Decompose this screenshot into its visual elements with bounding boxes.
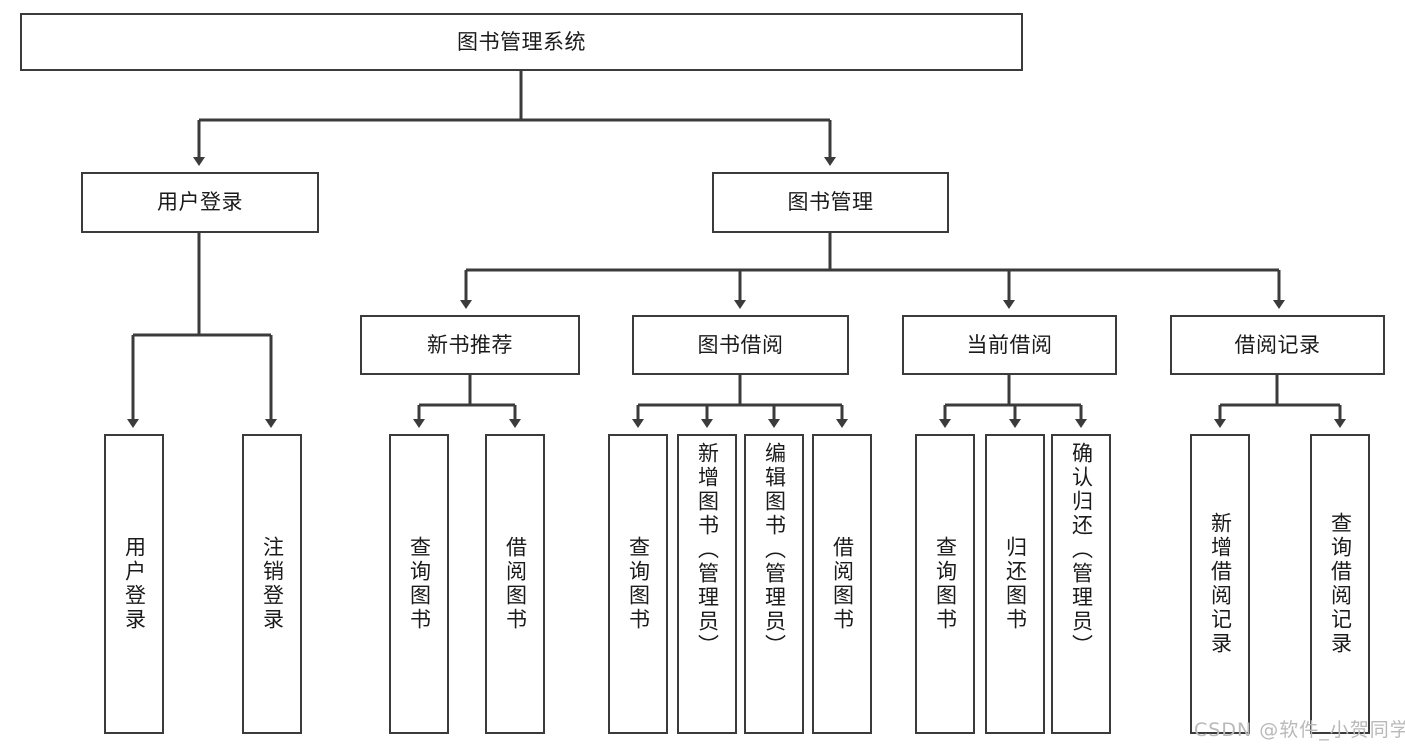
node-label-leaf-query-book-3: 查询图书 — [933, 536, 958, 632]
node-borrow-record[interactable]: 借阅记录 — [1170, 315, 1385, 375]
node-label-leaf-edit-book-admin: 编辑图书（管理员） — [762, 442, 787, 658]
node-label-leaf-return-book: 归还图书 — [1003, 536, 1028, 632]
node-leaf-query-book-2[interactable]: 查询图书 — [608, 434, 668, 734]
node-leaf-edit-book-admin[interactable]: 编辑图书（管理员） — [744, 434, 804, 734]
node-root[interactable]: 图书管理系统 — [20, 13, 1023, 71]
node-label-new-book-rec: 新书推荐 — [427, 332, 513, 357]
node-label-leaf-confirm-return-admin: 确认归还（管理员） — [1069, 442, 1094, 658]
node-leaf-query-book-1[interactable]: 查询图书 — [389, 434, 449, 734]
node-label-leaf-query-borrow-record: 查询借阅记录 — [1328, 512, 1353, 656]
node-label-leaf-logout-login: 注销登录 — [260, 536, 285, 632]
node-leaf-borrow-book-1[interactable]: 借阅图书 — [485, 434, 545, 734]
node-leaf-borrow-book-2[interactable]: 借阅图书 — [812, 434, 872, 734]
node-label-leaf-query-book-2: 查询图书 — [626, 536, 651, 632]
node-book-manage[interactable]: 图书管理 — [712, 172, 949, 233]
node-label-book-borrow: 图书借阅 — [697, 332, 784, 357]
node-leaf-logout-login[interactable]: 注销登录 — [242, 434, 302, 734]
node-leaf-return-book[interactable]: 归还图书 — [985, 434, 1045, 734]
node-book-borrow[interactable]: 图书借阅 — [632, 315, 849, 375]
node-label-book-manage: 图书管理 — [787, 190, 874, 215]
node-label-leaf-add-borrow-record: 新增借阅记录 — [1208, 512, 1233, 656]
node-leaf-user-login[interactable]: 用户登录 — [104, 434, 164, 734]
node-leaf-add-book-admin[interactable]: 新增图书（管理员） — [677, 434, 737, 734]
node-label-root: 图书管理系统 — [457, 29, 586, 54]
node-new-book-rec[interactable]: 新书推荐 — [360, 315, 580, 375]
node-label-leaf-borrow-book-2: 借阅图书 — [830, 536, 855, 632]
node-label-borrow-record: 借阅记录 — [1234, 332, 1321, 357]
node-leaf-query-book-3[interactable]: 查询图书 — [915, 434, 975, 734]
node-label-user-login: 用户登录 — [157, 190, 243, 215]
node-label-current-borrow: 当前借阅 — [966, 332, 1053, 357]
node-label-leaf-user-login: 用户登录 — [122, 536, 147, 632]
node-current-borrow[interactable]: 当前借阅 — [902, 315, 1117, 375]
node-label-leaf-borrow-book-1: 借阅图书 — [503, 536, 528, 632]
node-label-leaf-add-book-admin: 新增图书（管理员） — [695, 442, 720, 658]
node-leaf-add-borrow-record[interactable]: 新增借阅记录 — [1190, 434, 1250, 734]
node-leaf-confirm-return-admin[interactable]: 确认归还（管理员） — [1051, 434, 1111, 734]
node-label-leaf-query-book-1: 查询图书 — [407, 536, 432, 632]
node-user-login[interactable]: 用户登录 — [81, 172, 319, 233]
node-leaf-query-borrow-record[interactable]: 查询借阅记录 — [1310, 434, 1370, 734]
